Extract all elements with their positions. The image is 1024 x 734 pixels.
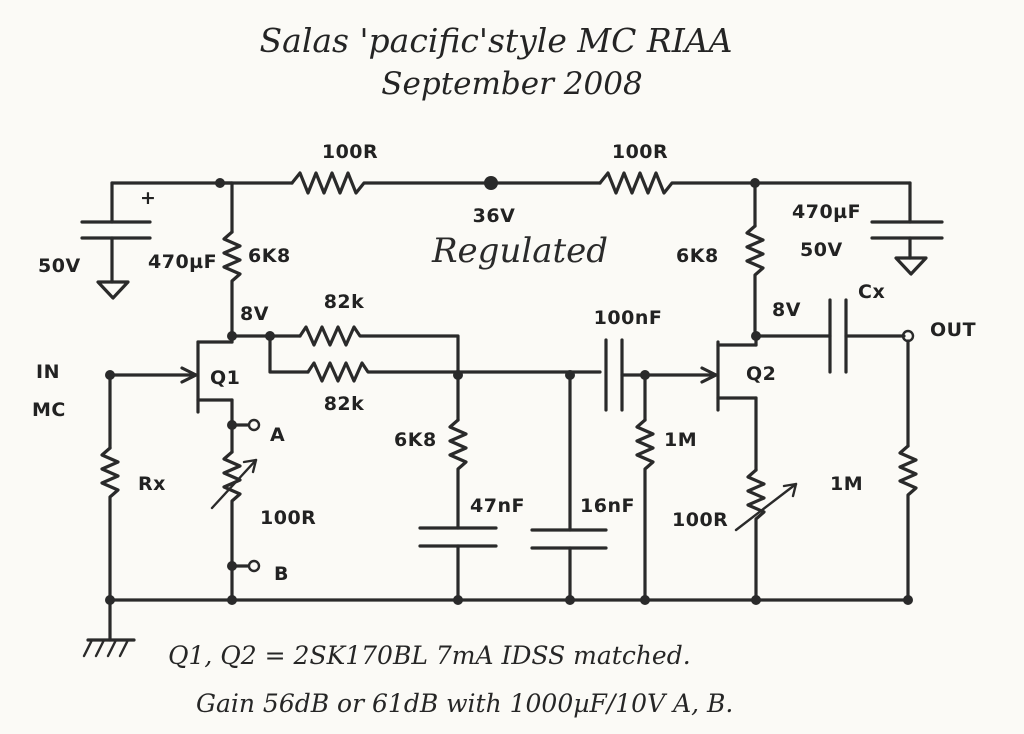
node-q2-voltage: 8V [772,299,801,321]
rx-resistor [100,373,120,602]
point-b: B [274,563,289,585]
supply-rail [110,171,912,195]
c16-label: 16nF [580,495,635,517]
pot2-resistor [734,468,798,602]
rx-label: Rx [138,473,166,495]
r-top-right-label: 100R [612,141,668,163]
in-label: IN [36,361,60,383]
r-drain1-label: 6K8 [248,245,291,267]
r-fb2-label: 82k [324,393,365,415]
c100-capacitor [604,338,718,412]
r-mid-resistor [448,373,468,530]
node-q1-voltage: 8V [240,303,269,325]
c-left-volt: 50V [38,255,81,277]
mc-label: MC [32,399,66,421]
c47-capacitor [418,526,498,602]
r1m-out-resistor [898,339,918,602]
c-left-plus: + [140,187,156,209]
r1m-left-resistor [635,373,655,602]
c47-label: 47nF [470,495,525,517]
r1m-out-label: 1M [830,473,863,495]
r-drain1-resistor [218,181,242,338]
c-left-value: 470µF [148,251,217,273]
point-a: A [270,424,285,446]
r-fb1-label: 82k [324,291,365,313]
r-mid-label: 6K8 [394,429,437,451]
pot1-label: 100R [260,507,316,529]
c-right-volt: 50V [800,239,843,261]
r-top-left-label: 100R [322,141,378,163]
r-fb-resistors [230,325,602,383]
ground-rail [82,595,913,658]
q2-label: Q2 [746,363,776,385]
r-drain2-label: 6K8 [676,245,719,267]
title-line2: September 2008 [381,66,642,102]
title-line1: Salas 'pacific'style MC RIAA [260,21,733,60]
rail-note: Regulated [431,231,608,271]
cx-capacitor [754,298,915,374]
note-line1: Q1, Q2 = 2SK170BL 7mA IDSS matched. [168,641,691,670]
q1-label: Q1 [210,367,240,389]
q2-transistor [716,331,761,472]
c-right-value: 470µF [792,201,861,223]
pot1-resistor [210,418,261,602]
c-left-capacitor [80,181,152,300]
c-right-capacitor [870,181,944,276]
pot2-label: 100R [672,509,728,531]
note-line2: Gain 56dB or 61dB with 1000µF/10V A, B. [196,689,733,718]
c100-label: 100nF [594,307,663,329]
out-label: OUT [930,319,976,341]
r1m-left-label: 1M [664,429,697,451]
r-drain2-resistor [745,181,765,338]
rail-voltage: 36V [473,205,516,227]
c16-capacitor [530,373,608,602]
cx-label: Cx [858,281,885,303]
